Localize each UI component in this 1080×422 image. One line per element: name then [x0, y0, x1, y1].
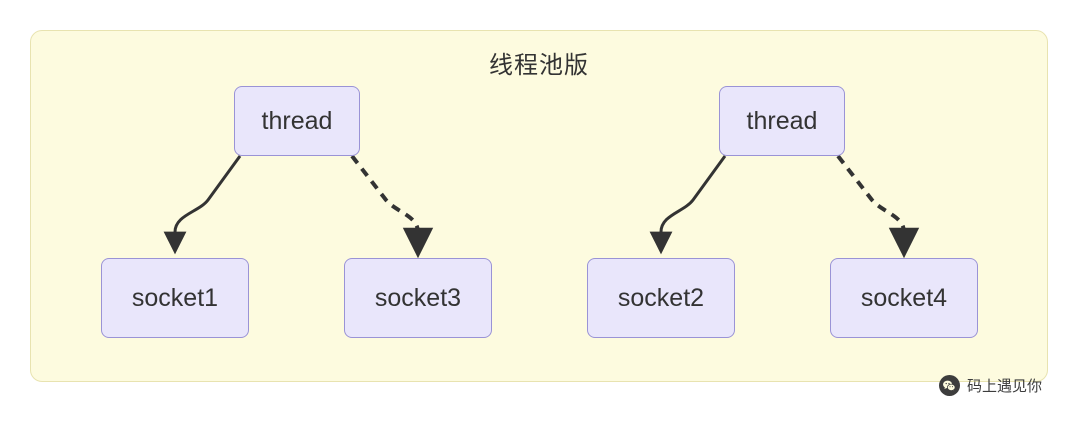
node-thread-right[interactable]: thread [719, 86, 845, 156]
node-socket2[interactable]: socket2 [587, 258, 735, 338]
node-label: thread [746, 106, 818, 135]
node-label: socket3 [374, 283, 462, 312]
watermark: 码上遇见你 [938, 375, 1042, 396]
node-thread-left[interactable]: thread [234, 86, 360, 156]
node-label: socket1 [131, 283, 219, 312]
watermark-text: 码上遇见你 [966, 378, 1042, 395]
wechat-icon [938, 375, 960, 396]
node-socket1[interactable]: socket1 [101, 258, 249, 338]
node-socket3[interactable]: socket3 [344, 258, 492, 338]
node-socket4[interactable]: socket4 [830, 258, 978, 338]
page-title: 线程池版 [489, 52, 589, 79]
node-label: socket2 [617, 283, 705, 312]
node-label: socket4 [860, 283, 948, 312]
node-label: thread [261, 106, 333, 135]
